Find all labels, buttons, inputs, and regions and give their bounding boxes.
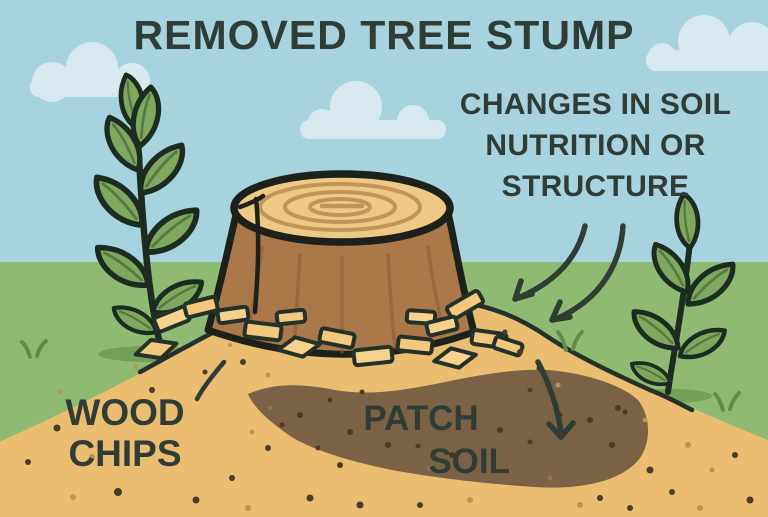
stump-crack: [237, 193, 266, 315]
label-line: PATCH: [363, 399, 479, 438]
label-line: WOOD: [65, 392, 185, 433]
wood-chip: [242, 319, 284, 343]
wood-chip: [395, 334, 435, 356]
wood-chip: [404, 308, 438, 326]
wood-chip: [276, 335, 322, 359]
wood-chips-group: [133, 289, 525, 370]
cloud-icon-right: [646, 15, 768, 72]
label-wood-chips: WOOD CHIPS: [36, 392, 214, 474]
stump-rings: [258, 182, 422, 232]
wood-chip: [274, 307, 308, 327]
wood-chip: [351, 344, 395, 368]
wood-chip: [215, 304, 251, 326]
label-line: CHIPS: [68, 432, 182, 474]
diagram-title: REMOVED TREE STUMP: [133, 12, 635, 58]
changes-arrow-2: [549, 223, 626, 323]
wood-chip: [133, 337, 179, 361]
wood-chip: [317, 326, 357, 350]
label-line: STRUCTURE: [501, 170, 690, 204]
patch-speckles-light: [268, 406, 553, 481]
grass-tufts: [20, 330, 741, 412]
plant-icon-right: [627, 194, 742, 395]
wood-chip: [432, 346, 478, 370]
changes-arrow-1: [512, 223, 588, 302]
label-changes-in-soil: CHANGES IN SOIL NUTRITION OR STRUCTURE: [428, 84, 763, 207]
wood-chip: [182, 294, 220, 320]
soil-speckles-light: [57, 343, 715, 511]
wood-chip: [445, 289, 485, 321]
soil-speckles-dark: [25, 329, 754, 511]
patch-soil-shape: [248, 369, 649, 488]
patch-soil-arrow: [535, 359, 576, 440]
label-line: CHANGES IN SOIL: [459, 88, 732, 121]
label-line: SOIL: [428, 442, 510, 482]
cloud-icon-middle: [300, 81, 446, 139]
wood-chip: [424, 314, 460, 338]
label-patch-soil: PATCH SOIL: [330, 397, 512, 483]
label-line: NUTRITION OR: [485, 129, 706, 163]
wood-chips-leader-line: [194, 359, 227, 402]
